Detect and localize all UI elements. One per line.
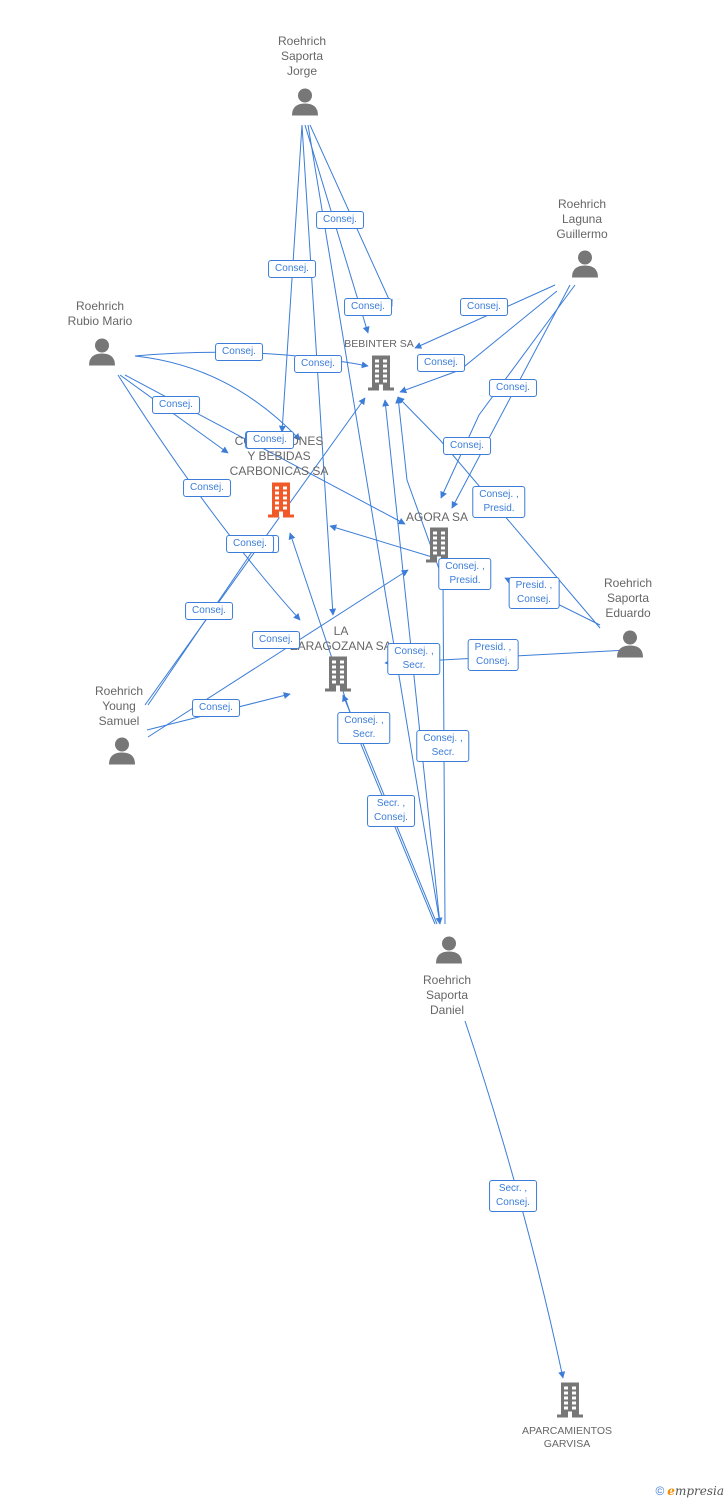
edge-label[interactable]: Consej. , Secr. bbox=[416, 730, 470, 762]
edge-label[interactable]: Presid. , Consej. bbox=[508, 577, 560, 609]
edge-line-10 bbox=[440, 284, 576, 499]
edge-label[interactable]: Consej. bbox=[215, 343, 263, 361]
edge-line-11 bbox=[397, 396, 601, 629]
node-label-samuel[interactable]: Roehrich Young Samuel bbox=[94, 684, 144, 728]
edge-label[interactable]: Consej. bbox=[417, 354, 465, 372]
edge-label[interactable]: Consej. bbox=[344, 298, 392, 316]
node-label-agora[interactable]: AGORA SA bbox=[405, 510, 469, 524]
edge-label[interactable]: Consej. bbox=[246, 431, 294, 449]
edge-line-8 bbox=[119, 374, 229, 454]
edge-label[interactable]: Consej. bbox=[489, 379, 537, 397]
edge-line-3 bbox=[414, 284, 556, 349]
building-icon[interactable] bbox=[323, 656, 353, 697]
edge-label[interactable]: Consej. bbox=[268, 260, 316, 278]
edge-label[interactable]: Consej. , Secr. bbox=[387, 643, 441, 675]
edge-label[interactable]: Consej. bbox=[460, 298, 508, 316]
building-icon[interactable] bbox=[266, 482, 296, 523]
node-label-zaragozana[interactable]: LA ZARAGOZANA SA bbox=[290, 624, 392, 653]
person-icon[interactable] bbox=[107, 736, 137, 771]
node-label-mario[interactable]: Roehrich Rubio Mario bbox=[67, 299, 133, 328]
edge-label[interactable]: Consej. , Presid. bbox=[472, 486, 526, 518]
edge-label[interactable]: Consej. bbox=[252, 631, 300, 649]
node-label-eduardo[interactable]: Roehrich Saporta Eduardo bbox=[603, 576, 653, 620]
node-label-jorge[interactable]: Roehrich Saporta Jorge bbox=[277, 34, 327, 78]
person-icon[interactable] bbox=[570, 249, 600, 284]
person-icon[interactable] bbox=[290, 87, 320, 122]
node-label-guillermo[interactable]: Roehrich Laguna Guillermo bbox=[556, 197, 608, 241]
person-icon[interactable] bbox=[615, 629, 645, 664]
person-icon[interactable] bbox=[434, 935, 464, 970]
edge-line-13 bbox=[329, 524, 443, 561]
edge-label[interactable]: Consej. bbox=[183, 479, 231, 497]
copyright-symbol: © bbox=[655, 1484, 665, 1498]
edge-label[interactable]: Consej. bbox=[316, 211, 364, 229]
node-label-bebinter[interactable]: BEBINTER SA bbox=[344, 338, 414, 350]
node-label-garvisa[interactable]: APARCAMIENTOS GARVISA bbox=[521, 1425, 613, 1450]
edge-line-12 bbox=[117, 374, 301, 621]
edge-label[interactable]: Consej. bbox=[185, 602, 233, 620]
edge-line-1 bbox=[278, 124, 303, 433]
edge-label[interactable]: Presid. , Consej. bbox=[467, 639, 519, 671]
edge-label[interactable]: Consej. bbox=[443, 437, 491, 455]
edge-line-extra-3 bbox=[307, 124, 443, 925]
building-icon[interactable] bbox=[366, 355, 396, 396]
edge-label[interactable]: Secr. , Consej. bbox=[367, 795, 415, 827]
empresia-logo[interactable]: empresia bbox=[667, 1484, 724, 1498]
edge-label[interactable]: Consej. bbox=[152, 396, 200, 414]
edge-label[interactable]: Secr. , Consej. bbox=[489, 1180, 537, 1212]
footer-brand: © empresia bbox=[655, 1484, 724, 1498]
edge-line-5 bbox=[134, 355, 301, 441]
edge-label[interactable]: Consej. bbox=[294, 355, 342, 373]
edge-line-extra-1 bbox=[147, 569, 409, 738]
building-icon[interactable] bbox=[555, 1382, 585, 1423]
edge-label[interactable]: Consej. , Secr. bbox=[337, 712, 391, 744]
person-icon[interactable] bbox=[87, 337, 117, 372]
node-label-daniel[interactable]: Roehrich Saporta Daniel bbox=[422, 973, 472, 1017]
edge-label[interactable]: Consej. bbox=[226, 535, 274, 553]
edge-label[interactable]: Consej. , Presid. bbox=[438, 558, 492, 590]
edge-label[interactable]: Consej. bbox=[192, 699, 240, 717]
